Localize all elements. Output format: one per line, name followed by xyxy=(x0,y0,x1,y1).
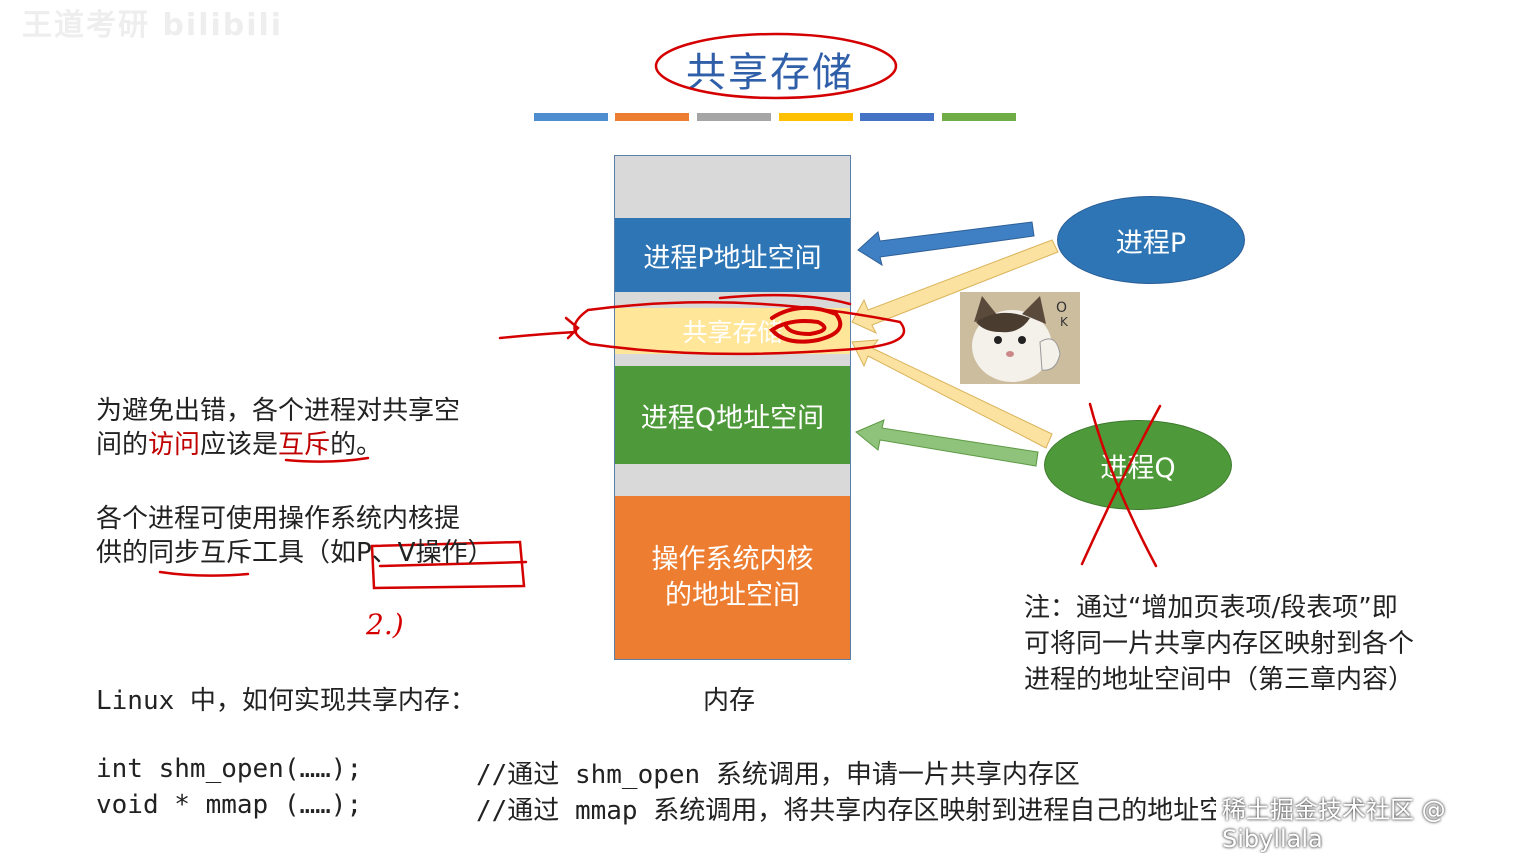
juejin-watermark: 稀土掘金技术社区 @ Sibyllala xyxy=(1222,796,1446,853)
color-bar-segment xyxy=(860,113,934,121)
cat-ok-drawing: O K xyxy=(960,292,1080,384)
sync-tool-note: 各个进程可使用操作系统内核提 供的同步互斥工具（如P、V操作） xyxy=(96,502,493,570)
page-table-note: 注：通过“增加页表项/段表项”即 可将同一片共享内存区映射到各个 进程的地址空间… xyxy=(1024,590,1414,698)
shared-pointer-line xyxy=(498,330,578,340)
sync-tool-note-line2: 供的同步互斥工具（如P、V操作） xyxy=(96,538,494,568)
color-bar-segment xyxy=(942,113,1016,121)
handwritten-mark: 2.) xyxy=(366,608,404,641)
process-p: 进程P xyxy=(1057,196,1245,284)
arrow-q-to-q-space xyxy=(855,419,1039,467)
slide-title: 共享存储 xyxy=(686,50,854,96)
process-q-label: 进程Q xyxy=(1100,452,1176,484)
mutex-note-access: 访问 xyxy=(148,430,201,460)
memory-diagram: 进程P地址空间 共享存储 进程Q地址空间 操作系统内核的地址空间 xyxy=(614,155,851,660)
mutex-note-line2: 间的访问应该是互斥的。 xyxy=(96,428,460,462)
process-p-address-space-label: 进程P地址空间 xyxy=(643,242,822,274)
underline-sync xyxy=(158,570,250,577)
page-table-note-line1: 注：通过“增加页表项/段表项”即 xyxy=(1024,593,1398,623)
memory-free-block xyxy=(615,156,850,218)
cat-ok-image: O K xyxy=(960,292,1080,384)
process-p-label: 进程P xyxy=(1115,227,1187,259)
shared-pointer-head xyxy=(564,316,580,340)
kernel-address-space: 操作系统内核的地址空间 xyxy=(615,496,850,659)
mutex-note-text: 的。 xyxy=(330,430,383,460)
sync-tool-note-line1: 各个进程可使用操作系统内核提 xyxy=(96,504,461,534)
code-line-mmap: void * mmap (……); xyxy=(96,790,363,820)
arrow-p-to-p-space xyxy=(857,221,1035,267)
top-watermark: 王道考研 bilibili xyxy=(22,8,284,43)
page-table-note-line2: 可将同一片共享内存区映射到各个 xyxy=(1024,629,1415,659)
mutex-note-mutex: 互斥 xyxy=(278,430,331,460)
shared-memory-scribble xyxy=(768,305,843,344)
process-q-cross-1 xyxy=(1088,402,1158,568)
shared-memory-circle xyxy=(573,301,906,356)
process-q-address-space-label: 进程Q地址空间 xyxy=(640,402,825,434)
title-circle xyxy=(654,32,898,100)
pv-box xyxy=(370,540,526,590)
mutex-note: 为避免出错，各个进程对共享空 间的访问应该是互斥的。 xyxy=(96,394,460,462)
process-q-cross-2 xyxy=(1080,404,1162,566)
process-p-address-space: 进程P地址空间 xyxy=(615,218,850,292)
shared-memory-circle-extra xyxy=(718,293,852,306)
shared-memory-block: 共享存储 xyxy=(615,308,850,354)
shared-memory-label: 共享存储 xyxy=(682,318,783,347)
process-q-address-space: 进程Q地址空间 xyxy=(615,366,850,464)
code-line-shm-open: int shm_open(……); xyxy=(96,754,363,784)
code-comment-mmap: //通过 mmap 系统调用，将共享内存区映射到进程自己的地址空间 xyxy=(476,796,1216,826)
mutex-note-text: 间的 xyxy=(96,430,149,460)
color-bar-segment xyxy=(615,113,689,121)
process-q: 进程Q xyxy=(1044,420,1232,510)
svg-text:O: O xyxy=(1056,300,1067,316)
page-table-note-line3: 进程的地址空间中（第三章内容） xyxy=(1024,665,1415,695)
pv-box-line xyxy=(378,560,528,568)
kernel-address-space-label: 操作系统内核的地址空间 xyxy=(651,543,814,611)
memory-label: 内存 xyxy=(703,686,756,716)
color-bar-segment xyxy=(779,113,853,121)
svg-text:K: K xyxy=(1060,315,1069,329)
color-bar-segment xyxy=(534,113,608,121)
linux-question: Linux 中，如何实现共享内存： xyxy=(96,686,476,716)
handwritten-annotations xyxy=(158,32,1162,590)
memory-free-block xyxy=(615,464,850,496)
memory-free-block xyxy=(615,354,850,366)
color-bar-segment xyxy=(697,113,771,121)
arrow-p-to-shared xyxy=(851,239,1059,335)
mutex-note-line1: 为避免出错，各个进程对共享空 xyxy=(96,396,461,426)
code-comment-shm-open: //通过 shm_open 系统调用，申请一片共享内存区 xyxy=(476,760,1080,790)
mutex-note-text: 应该是 xyxy=(200,430,279,460)
underline-mutex xyxy=(284,456,370,463)
